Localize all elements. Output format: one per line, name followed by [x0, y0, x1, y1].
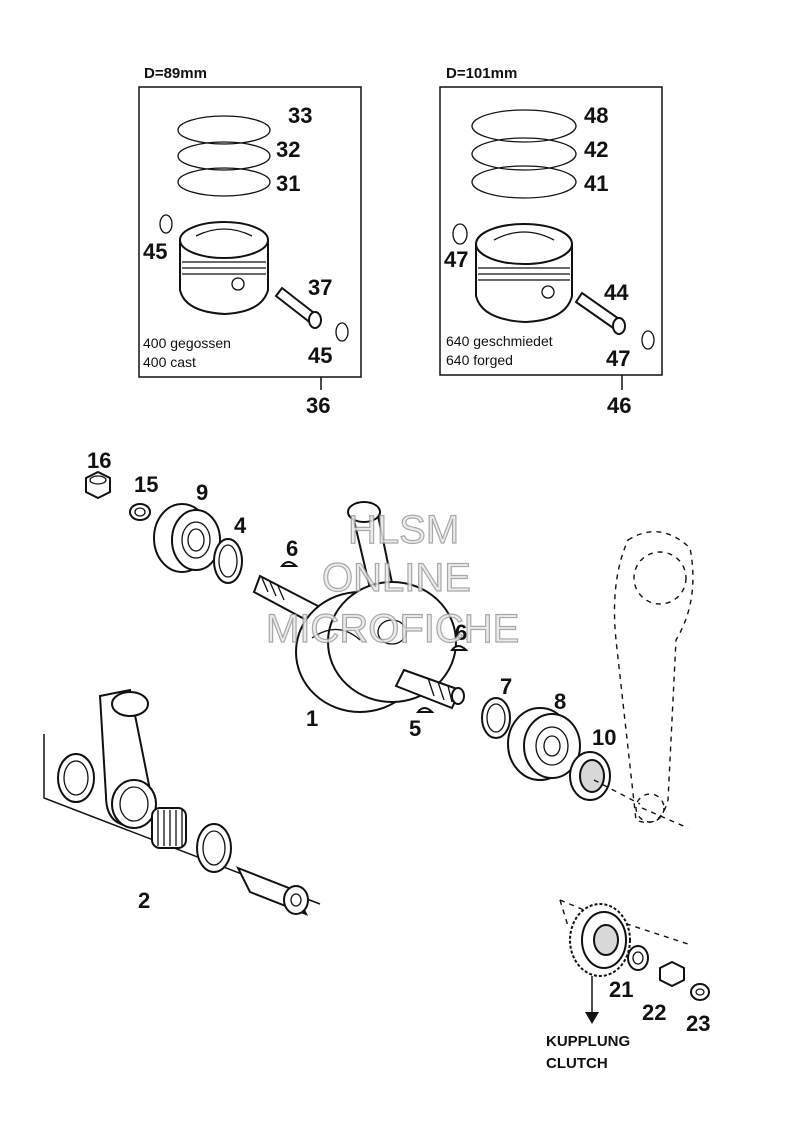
- callout-41: 41: [584, 171, 608, 196]
- callout-31: 31: [276, 171, 300, 196]
- gear-nut: [659, 960, 685, 988]
- bearing-right: [507, 707, 581, 781]
- callout-2: 2: [138, 888, 150, 913]
- nut-left: [85, 470, 111, 500]
- crankshaft: 6 6 1 5: [252, 501, 469, 741]
- piston-rings-left: [177, 115, 271, 197]
- callout-22: 22: [642, 1000, 666, 1025]
- watermark: HLSM ONLINE MICROFICHE: [265, 507, 520, 651]
- callout-7: 7: [500, 674, 512, 699]
- key-upper: [279, 561, 299, 567]
- watermark-line-3: MICROFICHE: [266, 607, 519, 651]
- callout-47-left: 47: [444, 247, 468, 272]
- primary-gear: [569, 903, 631, 977]
- callout-46: 46: [607, 393, 631, 418]
- right-side-parts: 7 8 10: [481, 674, 616, 801]
- callout-16: 16: [87, 448, 111, 473]
- box-right-frame: [439, 86, 663, 376]
- callout-37: 37: [308, 275, 332, 300]
- gear-lockwasher: [690, 983, 710, 1001]
- primary-gear-group: 21 22 23 KUPPLUNG CLUTCH: [546, 899, 710, 1072]
- needle-bearing: [151, 807, 187, 849]
- callout-23: 23: [686, 1011, 710, 1036]
- clutch-label-en: CLUTCH: [546, 1055, 608, 1072]
- callout-45-left: 45: [143, 239, 167, 264]
- box-left-frame: [138, 86, 362, 378]
- piston-box-89mm: D=89mm 33 32 31 45 37 45 400 gegosse: [138, 65, 362, 418]
- callout-44: 44: [604, 280, 629, 305]
- arrow-down-icon: [585, 1012, 599, 1024]
- callout-47-right: 47: [606, 346, 630, 371]
- washer-left: [129, 503, 151, 521]
- piston-rings-right: [471, 109, 577, 199]
- piston-left: [179, 221, 269, 316]
- callout-48: 48: [584, 103, 608, 128]
- callout-45-right: 45: [308, 343, 332, 368]
- conrod-kit: 2: [43, 688, 321, 916]
- circlip-right-a: [452, 223, 468, 245]
- box-left-header: D=89mm: [144, 65, 207, 82]
- piston-right: [475, 223, 573, 324]
- callout-10: 10: [592, 725, 616, 750]
- key-right: [449, 645, 469, 651]
- box-right-header: D=101mm: [446, 65, 517, 82]
- circlip-left-b: [335, 322, 349, 342]
- box-right-desc-1: 640 geschmiedet: [446, 333, 553, 349]
- callout-33: 33: [288, 103, 312, 128]
- piston-pin-right: [574, 291, 626, 335]
- conrod: [98, 688, 157, 829]
- box-left-desc-2: 400 cast: [143, 354, 196, 370]
- piston-pin-left: [274, 286, 322, 329]
- key-lower: [415, 707, 435, 713]
- oil-seal-right: [569, 751, 611, 801]
- callout-5: 5: [409, 716, 421, 741]
- callout-32: 32: [276, 137, 300, 162]
- gear-washer: [627, 945, 649, 971]
- chain-outline: [593, 531, 694, 829]
- crank-pin: [235, 866, 309, 916]
- callout-6-upper: 6: [286, 536, 298, 561]
- circlip-right-b: [641, 330, 655, 350]
- box-left-desc-1: 400 gegossen: [143, 335, 231, 351]
- callout-6-right: 6: [455, 620, 467, 645]
- callout-9: 9: [196, 480, 208, 505]
- circlip-left-a: [159, 214, 173, 234]
- callout-42: 42: [584, 137, 608, 162]
- box-right-desc-2: 640 forged: [446, 352, 513, 368]
- callout-21: 21: [609, 977, 633, 1002]
- watermark-line-1: HLSM: [348, 508, 459, 552]
- piston-box-101mm: D=101mm 48 42 41 47 44 47 640 geschmiede…: [439, 65, 663, 418]
- callout-4: 4: [234, 513, 247, 538]
- watermark-line-2: ONLINE: [322, 556, 471, 600]
- left-side-parts: 16 15 9 4: [85, 448, 247, 584]
- callout-36: 36: [306, 393, 330, 418]
- callout-15: 15: [134, 472, 158, 497]
- bearing-left: [153, 503, 221, 573]
- callout-1: 1: [306, 706, 318, 731]
- clutch-label-de: KUPPLUNG: [546, 1033, 630, 1050]
- callout-8: 8: [554, 689, 566, 714]
